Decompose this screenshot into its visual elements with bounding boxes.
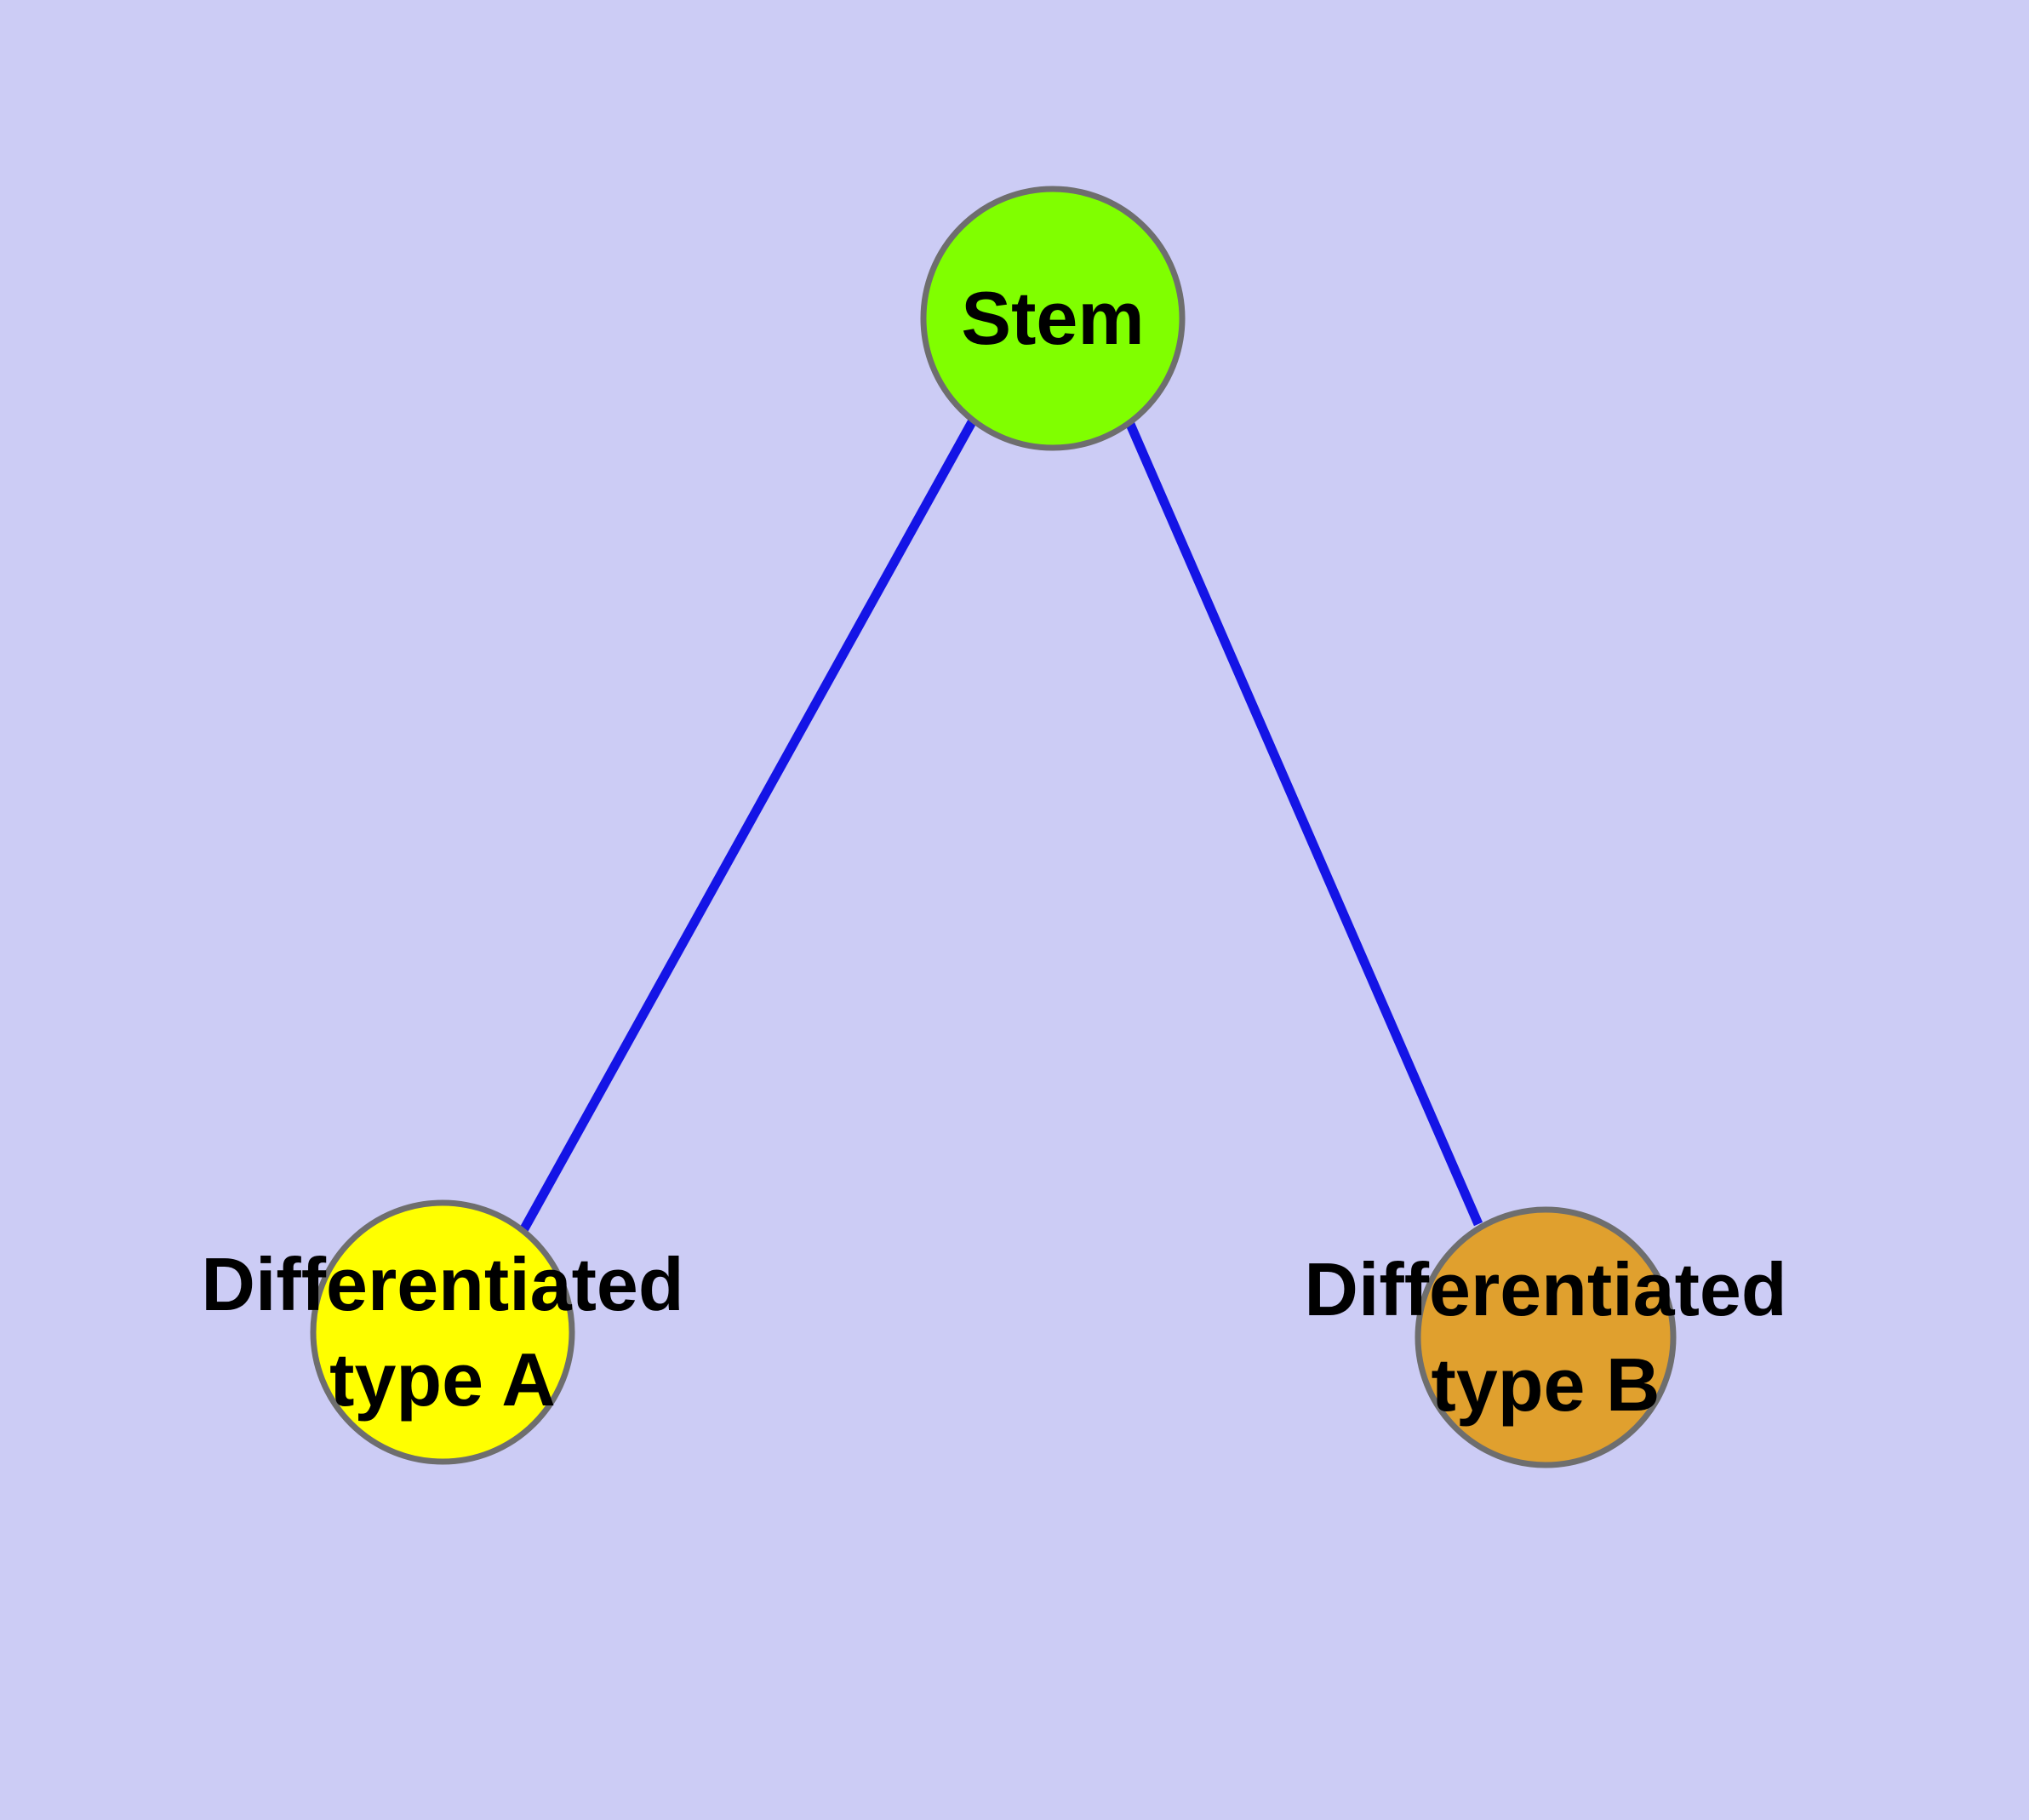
node-differentiated-type-a[interactable]: Differentiated type A xyxy=(201,1199,684,1465)
node-stem-circle[interactable] xyxy=(920,186,1186,451)
node-differentiated-type-a-circle[interactable] xyxy=(310,1199,575,1465)
node-differentiated-type-b-circle[interactable] xyxy=(1415,1206,1677,1468)
nodes-group: Stem Differentiated type A Differentiate… xyxy=(201,186,1787,1468)
node-differentiated-type-b-label-line-1: Differentiated xyxy=(1304,1247,1786,1331)
node-differentiated-type-a-label-line-2: type A xyxy=(329,1337,556,1422)
edge-stem-to-differentiated-type-b xyxy=(1124,420,1483,1227)
node-differentiated-type-a-label-line-1: Differentiated xyxy=(201,1242,683,1326)
node-stem-label-line-1: Stem xyxy=(961,276,1144,360)
node-differentiated-type-b[interactable]: Differentiated type B xyxy=(1304,1206,1787,1468)
node-stem[interactable]: Stem xyxy=(920,186,1186,451)
node-differentiated-type-b-label-line-2: type B xyxy=(1432,1342,1660,1427)
edge-stem-to-differentiated-type-a xyxy=(518,418,977,1234)
edges-group xyxy=(518,418,1483,1234)
